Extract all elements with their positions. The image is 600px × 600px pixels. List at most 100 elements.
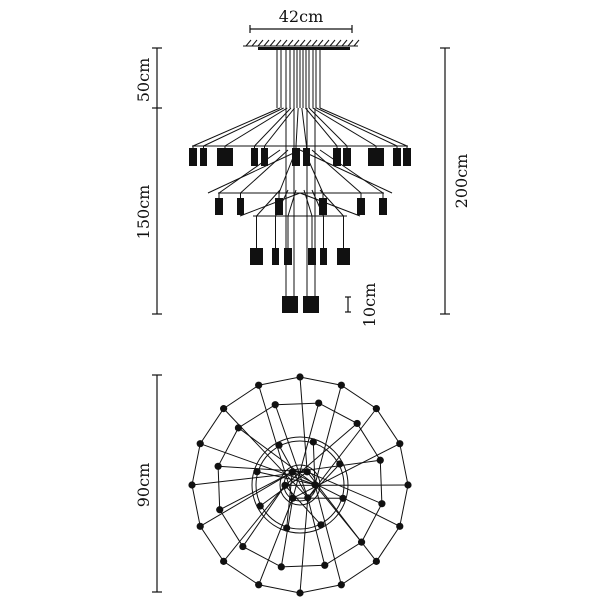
lamp-shade	[343, 148, 351, 166]
lamp-dot	[296, 373, 304, 381]
ceiling-hatch	[293, 39, 300, 47]
lamp-dot	[188, 481, 196, 489]
ceiling-hatch	[323, 39, 330, 47]
lamp-dot	[271, 401, 279, 409]
lamp-dot	[220, 405, 228, 413]
lamp-dot	[353, 419, 361, 428]
lamp-shade	[368, 148, 384, 166]
ceiling-hatch	[275, 39, 282, 47]
lamp-dot	[234, 424, 243, 432]
lamp-dot	[253, 468, 261, 476]
tier-2-arm	[311, 149, 362, 194]
lamp-dot	[196, 440, 204, 448]
lamp-dot	[255, 581, 263, 589]
tier-brace	[239, 192, 301, 217]
lamp-dot	[214, 462, 222, 470]
top-view-spoke	[307, 408, 377, 499]
lamp-dot	[289, 494, 297, 502]
ceiling-hatch	[257, 39, 264, 47]
upper-drop-label: 50cm	[134, 58, 153, 103]
top-view-spoke	[280, 498, 294, 567]
tier-3-arm	[311, 189, 324, 217]
tier-brace	[299, 192, 361, 217]
ceiling-hatch	[329, 39, 336, 47]
ceiling-hatch	[347, 39, 354, 47]
lamp-dot	[277, 563, 285, 571]
tier-2-arm	[240, 149, 289, 194]
lamp-dot	[281, 481, 289, 489]
ceiling-hatch	[281, 39, 288, 47]
lamp-dot	[321, 561, 329, 569]
tier-2-arm	[319, 149, 384, 194]
lamp-shade	[261, 148, 268, 166]
tier-3-arm	[256, 189, 281, 217]
top-view	[152, 373, 412, 597]
lamp-shade	[357, 198, 365, 215]
tier-1-arm	[312, 107, 377, 147]
ceiling-hatch	[305, 39, 312, 47]
top-view-spoke	[200, 443, 316, 486]
lamp-shade	[403, 148, 411, 166]
ceiling-hatch	[299, 39, 306, 47]
ceiling-hatch	[245, 39, 252, 47]
ceiling-hatch	[269, 39, 276, 47]
lamp-shade	[337, 248, 350, 265]
lamp-dot	[304, 494, 312, 502]
top-view-spoke	[219, 471, 293, 511]
top-view-spoke	[292, 443, 401, 499]
lamp-shade	[393, 148, 401, 166]
lamp-dot	[337, 581, 345, 589]
lamp-shade	[308, 248, 316, 265]
tier-1-arm	[316, 107, 398, 147]
lamp-dot	[315, 399, 323, 407]
lamp-dot	[239, 542, 247, 551]
top-view-spoke	[258, 497, 294, 585]
ceiling-hatch	[287, 39, 294, 47]
ceiling-hatch	[353, 39, 360, 47]
lamp-dot	[275, 441, 283, 449]
tier-1-arm	[301, 107, 307, 147]
lamp-shade	[217, 148, 233, 166]
lamp-shade	[215, 198, 223, 215]
diameter-label: 90cm	[134, 463, 153, 508]
tier-2-arm	[278, 149, 297, 194]
top-view-spoke	[299, 497, 309, 594]
tier-1-arm	[305, 107, 338, 147]
lamp-dot	[372, 557, 380, 565]
tier-1-arm	[224, 107, 288, 147]
lamp-dot	[283, 524, 291, 532]
lamp-shade	[292, 148, 300, 166]
top-view-spoke	[256, 471, 316, 486]
tier-1-arm	[295, 107, 299, 147]
top-view-spoke	[223, 485, 286, 562]
lamp-shade	[275, 198, 283, 215]
lamp-dot	[303, 468, 311, 476]
lamp-dot	[296, 589, 304, 597]
lamp-dot	[376, 456, 384, 464]
top-view-spoke	[312, 441, 316, 485]
ceiling-hatch	[251, 39, 258, 47]
top-view-spoke	[307, 463, 341, 499]
lamp-dot	[378, 500, 386, 508]
lamp-shade	[303, 296, 319, 313]
lamp-height-label: 10cm	[360, 283, 379, 328]
top-view-spoke	[307, 497, 326, 566]
tier-brace	[207, 149, 301, 194]
top-view-spoke	[199, 471, 293, 527]
lamp-dot	[337, 381, 345, 389]
tier-1-arm	[203, 107, 284, 147]
ceiling-hatch	[263, 39, 270, 47]
lamp-dot	[288, 468, 296, 476]
lamp-shade	[189, 148, 197, 166]
ceiling-hatch	[317, 39, 324, 47]
tier-1-arm	[192, 107, 281, 147]
lamp-dot	[339, 494, 347, 502]
top-view-spoke	[306, 471, 383, 505]
lamp-shade	[250, 248, 263, 265]
lamp-dot	[309, 438, 317, 446]
top-view-spoke	[223, 408, 309, 499]
lamp-dot	[220, 557, 228, 565]
ceiling-hatch	[341, 39, 348, 47]
ceiling-hatch	[311, 39, 318, 47]
